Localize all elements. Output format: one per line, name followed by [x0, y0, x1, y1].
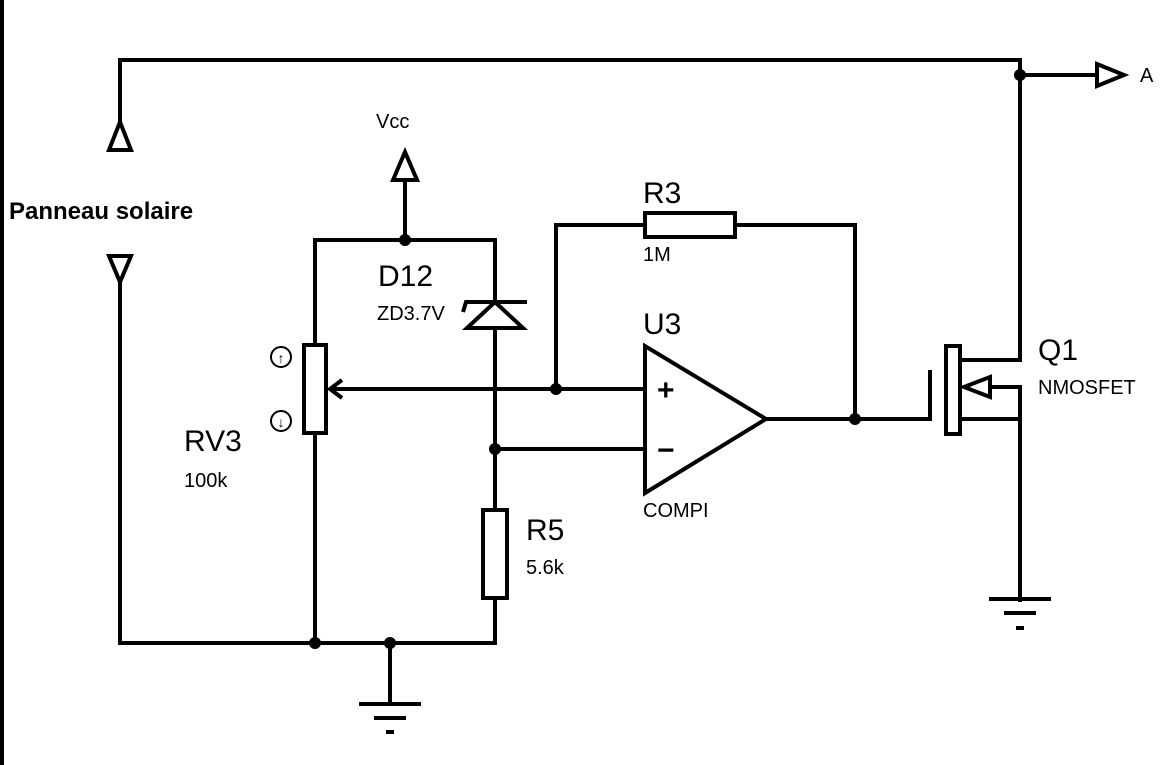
junction-dot: [1014, 69, 1026, 81]
u3-ref: U3: [643, 308, 681, 341]
u3-comparator: + − U3 COMPI: [643, 308, 770, 522]
d12-zener: D12 ZD3.7V: [377, 260, 529, 330]
panel-plus-terminal-icon: [106, 116, 134, 152]
left-border: [0, 0, 4, 765]
solar-panel-terminals: Panneau solaire: [9, 116, 193, 288]
rv3-potentiometer: ↑ ↓ RV3 100k: [184, 343, 344, 492]
r3-ref: R3: [643, 177, 681, 210]
r3-resistor: R3 1M: [643, 177, 737, 266]
wire-r3-left: [554, 223, 647, 391]
vcc-label: Vcc: [376, 111, 409, 133]
mosfet-channel: [944, 344, 962, 436]
junction-dot: [489, 443, 501, 455]
wire-bottom-rail: [118, 278, 497, 645]
wire-source: [960, 417, 1022, 602]
zener-cathode-bar: [461, 300, 527, 313]
mosfet-body-arrow-icon: [958, 374, 992, 400]
r5-value: 5.6k: [526, 557, 565, 579]
junctions: [309, 69, 1026, 649]
junction-dot: [849, 413, 861, 425]
output-arrow-icon: [1095, 61, 1130, 89]
plus-input-sign: +: [657, 374, 675, 407]
ground-right: [989, 597, 1051, 630]
d12-ref: D12: [378, 260, 433, 293]
q1-ref: Q1: [1038, 334, 1078, 367]
wires: [118, 58, 1097, 706]
wire-gate: [764, 370, 932, 421]
comparator-triangle-icon: [643, 342, 770, 497]
r3-value: 1M: [643, 244, 671, 266]
junction-dot: [550, 383, 562, 395]
arrow-down-circle-icon: [270, 410, 292, 432]
rv3-body: [302, 343, 328, 435]
wire-body: [983, 385, 1022, 421]
r5-body: [481, 508, 509, 600]
d12-value: ZD3.7V: [377, 303, 445, 325]
panel-minus-terminal-icon: [105, 254, 135, 288]
panel-label: Panneau solaire: [9, 198, 193, 225]
rv3-value: 100k: [184, 470, 228, 492]
output-a-label: A: [1140, 65, 1154, 87]
junction-dot: [309, 637, 321, 649]
output-a-terminal: A: [1095, 61, 1154, 89]
r3-body: [643, 211, 737, 239]
q1-nmosfet: Q1 NMOSFET: [944, 334, 1136, 436]
r5-ref: R5: [526, 514, 564, 547]
junction-dot: [384, 637, 396, 649]
junction-dot: [399, 234, 411, 246]
vcc-terminal: Vcc: [376, 111, 421, 182]
up-glyph: ↑: [278, 350, 285, 366]
r5-resistor: R5 5.6k: [481, 508, 565, 600]
rv3-ref: RV3: [184, 425, 242, 458]
vcc-arrow-icon: [389, 146, 421, 182]
ground-left: [359, 702, 421, 734]
wire-top-rail: [118, 58, 1022, 362]
u3-value: COMPI: [643, 500, 709, 522]
down-glyph: ↓: [278, 414, 285, 430]
wire-r3-right: [733, 223, 857, 421]
q1-value: NMOSFET: [1038, 377, 1136, 399]
zener-triangle-icon: [461, 299, 529, 330]
minus-input-sign: −: [657, 434, 675, 467]
arrow-up-circle-icon: [270, 346, 292, 368]
rv3-wiper-arrow-icon: [326, 378, 344, 400]
